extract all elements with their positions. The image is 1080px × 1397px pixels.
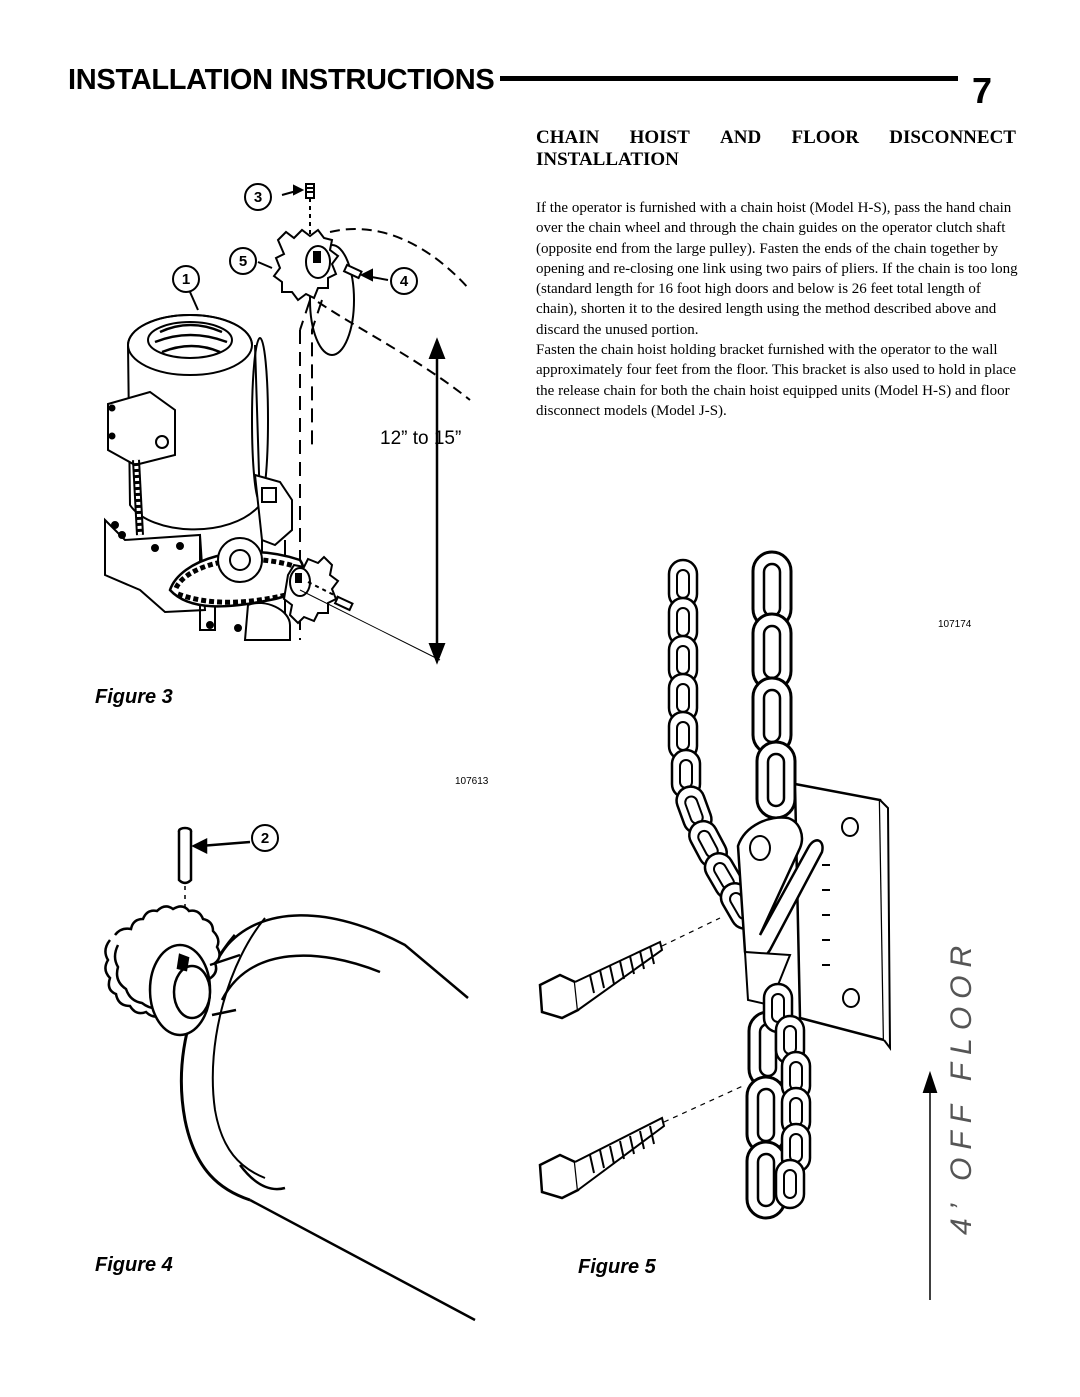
figure-5-caption: Figure 5 [578,1256,656,1278]
dimension-label: 12” to 15” [380,428,462,449]
page-number: 7 [972,70,993,111]
body-paragraph-2: Fasten the chain hoist holding bracket f… [536,342,1017,419]
heading-word: HOIST [629,127,690,148]
figure-5-part-number: 107174 [938,619,972,630]
callout-4: 4 [390,267,418,295]
heading-word: FLOOR [791,127,860,148]
header-rule [500,76,958,81]
figure-3-part-number: 107613 [455,776,489,787]
figure-4-caption: Figure 4 [95,1254,173,1276]
heading-word: AND [720,127,762,148]
callout-1: 1 [172,265,200,293]
page-header-title: INSTALLATION INSTRUCTIONS [68,64,495,96]
callout-5: 5 [229,247,257,275]
body-paragraph-1: If the operator is furnished with a chai… [536,200,1018,338]
heading-word: DISCONNECT [889,127,1016,148]
section-body: If the operator is furnished with a chai… [536,198,1018,421]
section-heading: CHAIN HOIST AND FLOOR DISCONNECT INSTALL… [536,127,1016,171]
callout-3: 3 [244,183,272,211]
floor-height-label: 4’ OFF FLOOR [945,937,978,1235]
heading-line-2: INSTALLATION [536,149,679,170]
callout-2: 2 [251,824,279,852]
heading-word: CHAIN [536,127,600,148]
figure-3-caption: Figure 3 [95,686,173,708]
